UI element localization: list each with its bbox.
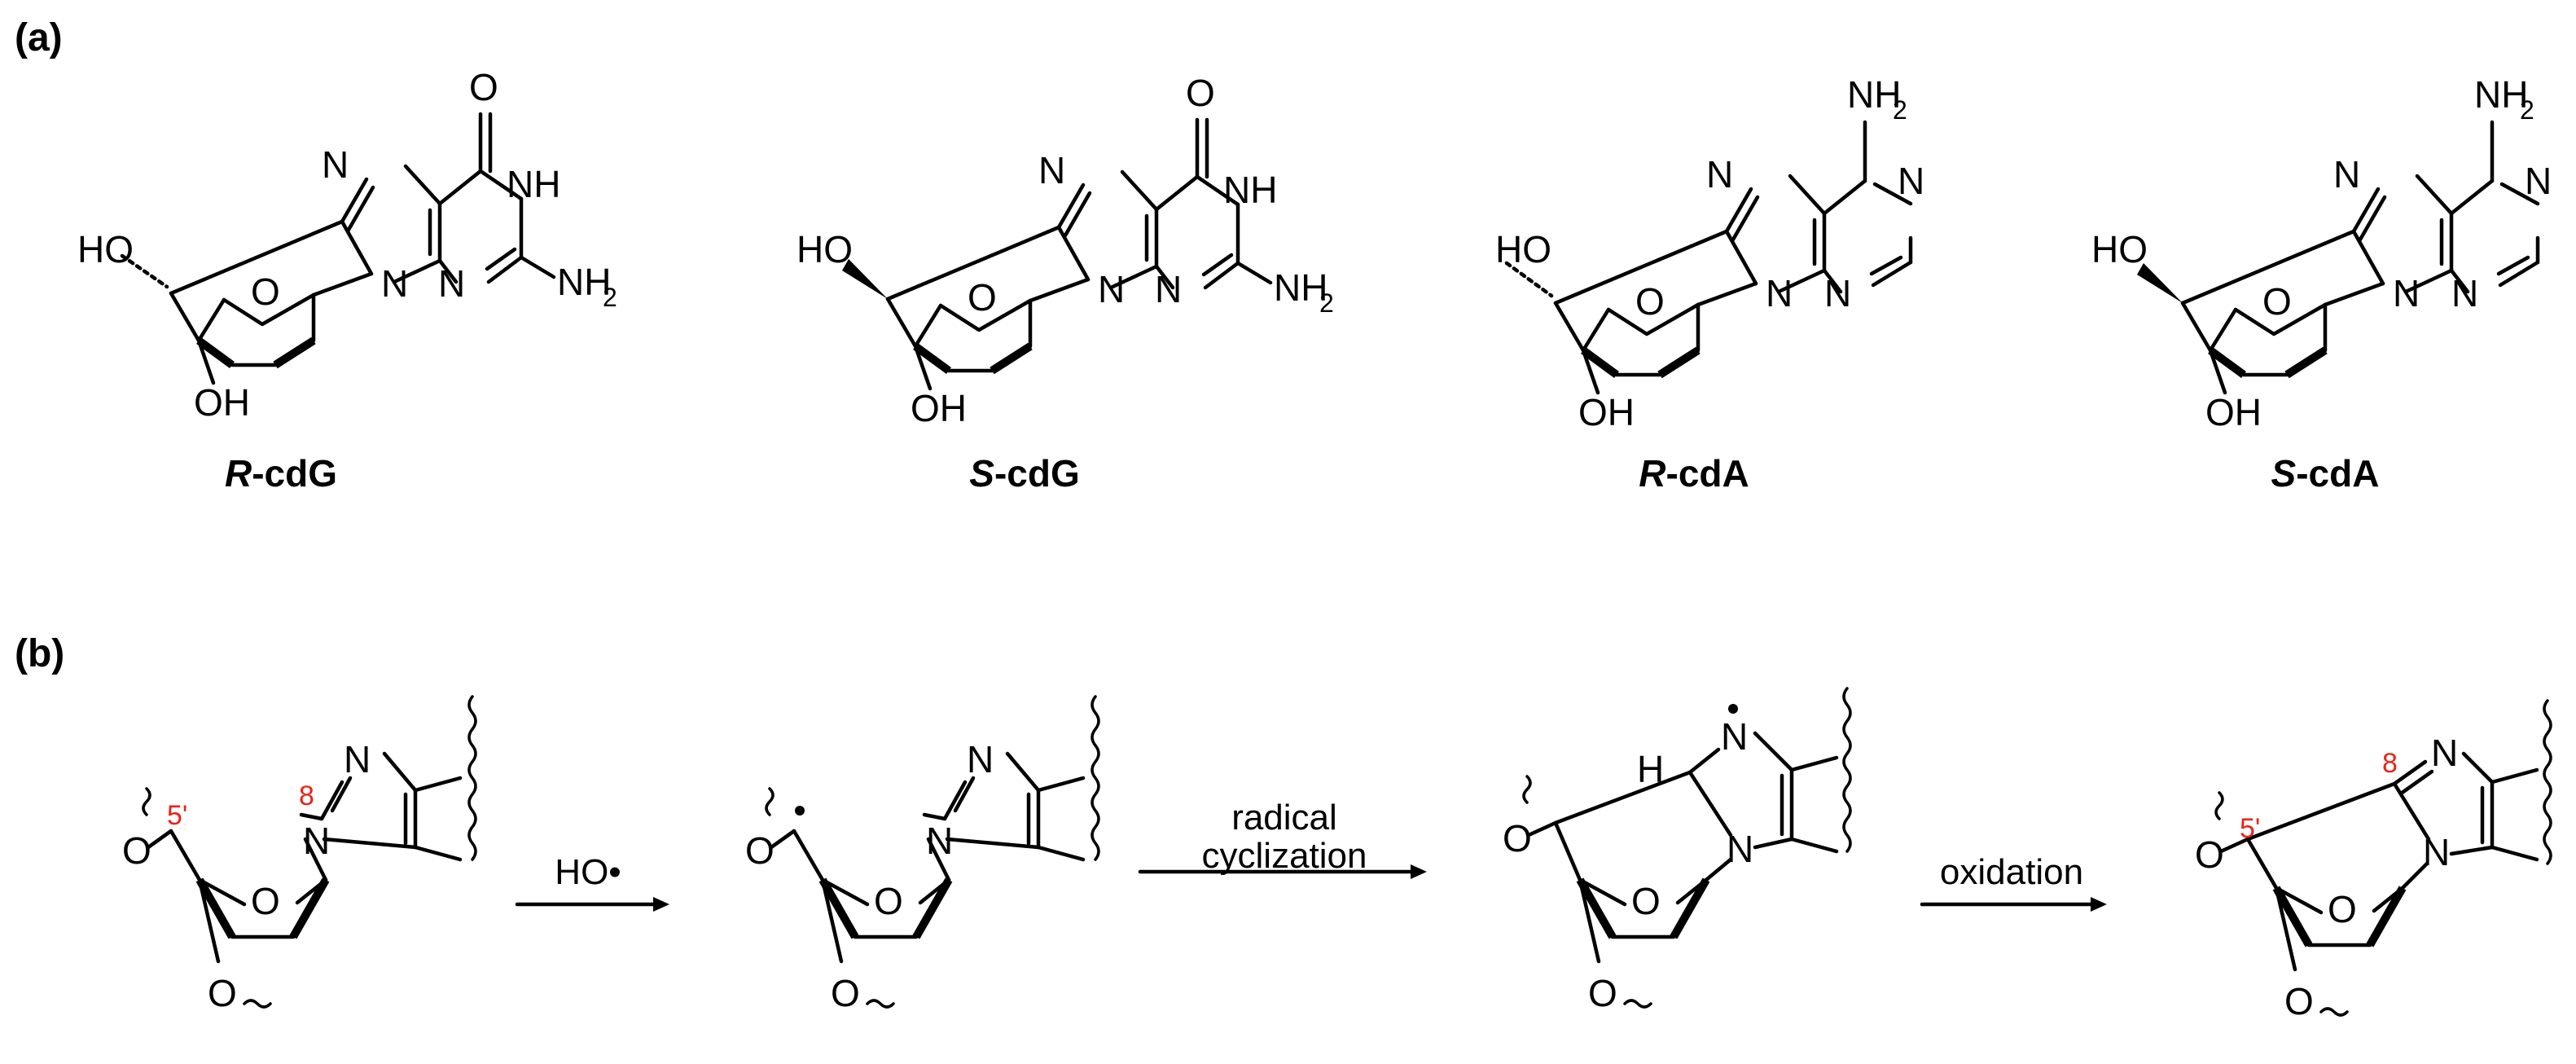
panel-a-label: (a) xyxy=(15,16,63,59)
svg-text:O: O xyxy=(251,270,280,313)
compound-name: S-cdA xyxy=(2271,452,2380,495)
svg-text:O: O xyxy=(745,829,775,872)
svg-text:NH: NH xyxy=(2474,73,2528,116)
svg-text:O: O xyxy=(122,829,151,872)
svg-text:N: N xyxy=(2333,153,2360,196)
svg-text:N: N xyxy=(2431,732,2458,774)
svg-text:N: N xyxy=(1155,268,1182,310)
svg-text:N: N xyxy=(438,262,465,305)
arrow-oxidation: oxidation xyxy=(1920,852,2107,912)
c5p-label: 5' xyxy=(167,800,187,831)
svg-text:O: O xyxy=(2284,980,2314,1022)
svg-text:HO: HO xyxy=(77,228,134,270)
svg-text:O: O xyxy=(2262,280,2292,323)
compound-name: R-cdA xyxy=(1639,452,1749,495)
svg-text:N: N xyxy=(2525,160,2552,202)
svg-text:NH: NH xyxy=(1847,73,1901,116)
svg-text:NH: NH xyxy=(507,163,560,205)
svg-text:N: N xyxy=(322,143,349,186)
c8-label: 8 xyxy=(2382,748,2398,779)
c5p-label: 5' xyxy=(2240,813,2260,844)
svg-text:N: N xyxy=(2451,272,2478,314)
svg-text:O: O xyxy=(1631,880,1661,922)
svg-text:O: O xyxy=(874,880,903,922)
panel-b-label: (b) xyxy=(15,632,64,675)
svg-text:N: N xyxy=(1038,149,1065,191)
compound-name: S-cdG xyxy=(969,452,1079,495)
svg-text:HO: HO xyxy=(1495,228,1551,270)
svg-text:O: O xyxy=(208,972,237,1014)
compound-name: R-cdG xyxy=(225,452,337,495)
svg-text:N: N xyxy=(1706,153,1733,196)
compound-s-cdg: O N N N NH NH 2 HO O OH S-cdG xyxy=(796,72,1334,495)
svg-text:O: O xyxy=(968,276,997,319)
svg-text:HO•: HO• xyxy=(555,852,621,892)
svg-text:N: N xyxy=(2393,272,2420,314)
svg-text:OH: OH xyxy=(194,381,250,424)
svg-text:OH: OH xyxy=(1578,391,1635,433)
compound-s-cda: NH 2 N N N N HO O OH S-cdA xyxy=(2091,73,2552,495)
svg-text:O: O xyxy=(1635,280,1665,323)
svg-text:OH: OH xyxy=(911,387,967,429)
svg-text:H: H xyxy=(1637,748,1664,790)
svg-text:2: 2 xyxy=(2520,95,2534,125)
svg-text:OH: OH xyxy=(2205,391,2262,433)
svg-text:radical: radical xyxy=(1231,798,1337,838)
svg-text:NH: NH xyxy=(557,261,611,303)
scheme-cyclized-radical: O O O N H N xyxy=(1503,687,1852,1014)
svg-text:O: O xyxy=(251,880,280,922)
compound-r-cda: NH 2 N N N N HO O OH R-cdA xyxy=(1495,73,1924,495)
svg-text:O: O xyxy=(2195,833,2224,876)
svg-text:O: O xyxy=(1503,817,1532,860)
arrow-radical-cyclization: radical cyclization xyxy=(1138,798,1427,879)
svg-text:O: O xyxy=(831,972,860,1014)
svg-text:cyclization: cyclization xyxy=(1202,836,1367,876)
svg-text:O: O xyxy=(2328,888,2357,930)
svg-text:NH: NH xyxy=(1223,169,1277,211)
svg-text:N: N xyxy=(1721,715,1748,758)
svg-text:NH: NH xyxy=(1274,266,1327,309)
arrow-hydroxyl-radical: HO• xyxy=(515,852,669,912)
scheme-c5-radical: O O O N N xyxy=(745,695,1100,1014)
compound-r-cdg: O N N N NH NH 2 HO O OH R-cdG xyxy=(77,66,617,495)
c8-label: 8 xyxy=(299,780,314,811)
svg-text:N: N xyxy=(1824,272,1851,314)
scheme-starting-nucleotide: O O O N N 8 5' xyxy=(122,695,477,1014)
svg-text:2: 2 xyxy=(603,283,617,312)
svg-text:N: N xyxy=(1898,160,1924,202)
svg-text:N: N xyxy=(1766,272,1793,314)
svg-text:HO: HO xyxy=(2091,228,2148,270)
scheme-cyclopurine-product: O O O N N 8 5' xyxy=(2195,699,2552,1022)
svg-text:N: N xyxy=(1098,268,1125,310)
svg-text:O: O xyxy=(469,66,498,108)
svg-text:oxidation: oxidation xyxy=(1940,852,2083,892)
svg-text:2: 2 xyxy=(1893,95,1907,125)
svg-text:N: N xyxy=(967,738,994,780)
svg-text:N: N xyxy=(381,262,408,305)
svg-text:2: 2 xyxy=(1319,288,1334,318)
svg-text:O: O xyxy=(1588,972,1617,1014)
svg-text:O: O xyxy=(1186,72,1215,114)
svg-text:HO: HO xyxy=(796,228,853,270)
svg-text:N: N xyxy=(344,738,371,780)
